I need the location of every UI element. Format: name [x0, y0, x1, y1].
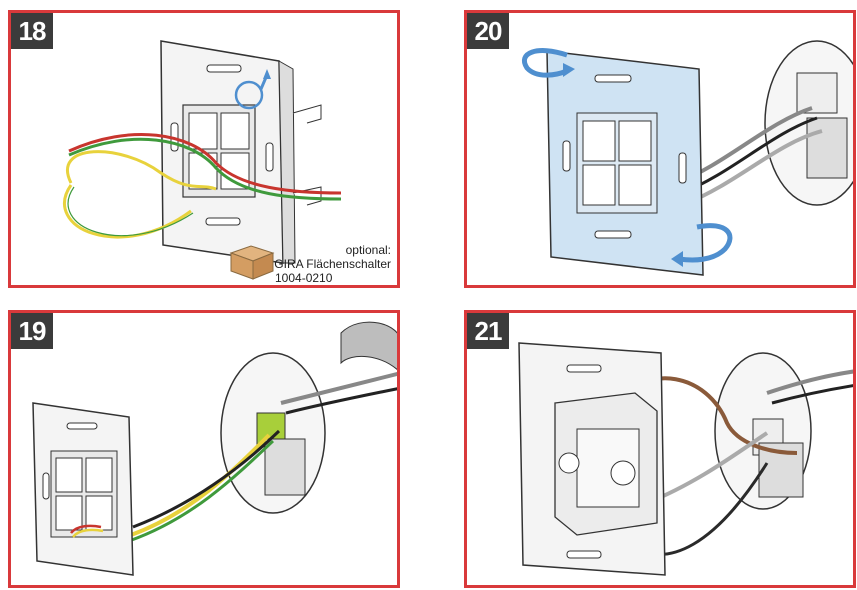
step-20-illustration — [522, 40, 853, 276]
panel-step-18: 18 optional: GIRA Flächenschalter 1004-0… — [8, 10, 400, 288]
step-number-badge: 19 — [11, 313, 53, 349]
panel-step-21: 21 — [464, 310, 856, 588]
step-number-badge: 18 — [11, 13, 53, 49]
step-18-illustration — [63, 40, 342, 280]
optional-heading: optional: — [345, 243, 391, 257]
rotate-arrow-top-icon — [522, 48, 575, 78]
step-number-badge: 21 — [467, 313, 509, 349]
optional-code: 1004-0210 — [275, 271, 333, 285]
cardboard-box-icon — [229, 245, 275, 280]
step-19-illustration — [32, 321, 397, 576]
rotate-arrow-bottom-icon — [671, 223, 733, 267]
step-number-badge: 20 — [467, 13, 509, 49]
panel-step-20: 20 — [464, 10, 856, 288]
panel-step-19: 19 — [8, 310, 400, 588]
optional-note: optional: GIRA Flächenschalter — [274, 243, 391, 271]
optional-product: GIRA Flächenschalter — [274, 257, 391, 271]
step-21-illustration — [518, 342, 853, 576]
